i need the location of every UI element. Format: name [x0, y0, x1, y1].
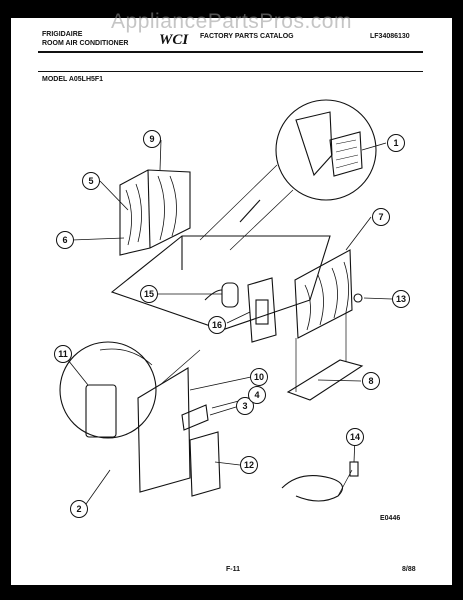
control-panel — [247, 277, 277, 343]
callout-8: 8 — [362, 372, 380, 390]
control-window — [255, 299, 269, 325]
callout-7: 7 — [372, 208, 390, 226]
callout-15: 15 — [140, 285, 158, 303]
model-rule — [38, 71, 423, 72]
print-date: 8/88 — [402, 566, 416, 573]
catalog-page — [11, 18, 452, 585]
filter-mesh — [329, 131, 363, 177]
brand-label: FRIGIDAIRE — [42, 31, 83, 38]
drain-tray — [286, 359, 364, 401]
callout-14: 14 — [346, 428, 364, 446]
page-number: F-11 — [226, 566, 241, 573]
compressor-line — [204, 289, 223, 301]
callout-5: 5 — [82, 172, 100, 190]
wci-logo-text: WCI — [159, 32, 189, 46]
control-housing — [189, 431, 221, 497]
housing-edge — [239, 199, 261, 223]
callout-leaders — [63, 139, 393, 515]
control-detail-circle — [59, 341, 157, 439]
coil-edge — [147, 169, 151, 249]
coil-fins — [125, 175, 177, 246]
condenser-coil — [294, 249, 353, 339]
compressor — [221, 282, 239, 308]
control-wire — [99, 348, 153, 366]
callout-1: 1 — [387, 134, 405, 152]
condenser-fins — [304, 261, 349, 331]
cord-lead — [337, 469, 353, 497]
filter-hatch — [335, 139, 359, 169]
header-rule — [38, 51, 423, 53]
callout-16: 16 — [208, 316, 226, 334]
model-label: MODEL A05LH5F1 — [42, 76, 104, 83]
callout-6: 6 — [56, 231, 74, 249]
mounting-plate — [137, 367, 191, 493]
watermark: AppliancePartsPros.com — [111, 10, 352, 33]
document-number: LF34086130 — [370, 33, 410, 40]
switch-body — [181, 404, 209, 431]
wci-logo: WCI — [159, 32, 189, 46]
filter-detail-circle — [275, 99, 377, 201]
product-label: ROOM AIR CONDITIONER — [42, 40, 129, 47]
callout-4: 4 — [248, 386, 266, 404]
callout-3: 3 — [236, 397, 254, 415]
control-board — [85, 384, 117, 438]
callout-13: 13 — [392, 290, 410, 308]
base-pan — [110, 235, 331, 331]
callout-10: 10 — [250, 368, 268, 386]
screw-fastener — [353, 293, 363, 303]
callout-9: 9 — [143, 130, 161, 148]
drawing-code: E0446 — [380, 515, 401, 522]
power-cord — [281, 475, 344, 502]
callout-12: 12 — [240, 456, 258, 474]
cord-plug — [349, 461, 359, 477]
evaporator-coil — [119, 169, 191, 256]
tray-supports — [295, 312, 347, 392]
callout-11: 11 — [54, 345, 72, 363]
callout-2: 2 — [70, 500, 88, 518]
catalog-label: FACTORY PARTS CATALOG — [200, 33, 294, 40]
plate-leader — [159, 349, 201, 386]
filter-frame — [295, 111, 333, 177]
zoom-leaders — [199, 164, 294, 251]
